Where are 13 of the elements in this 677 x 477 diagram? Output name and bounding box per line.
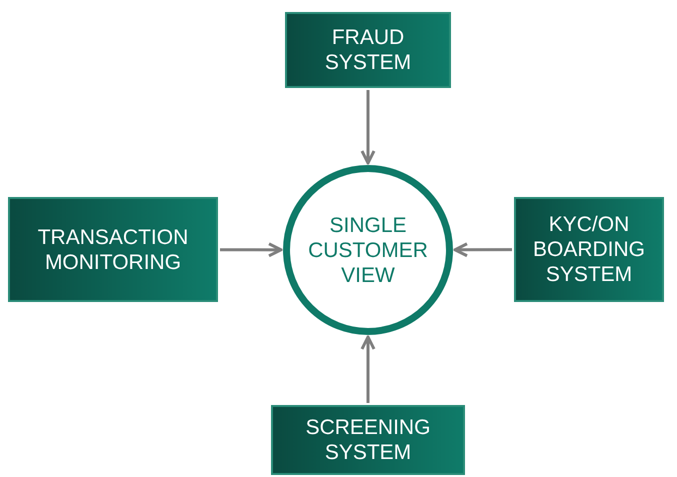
node-label: TRANSACTION MONITORING	[36, 224, 190, 274]
node-label: SINGLE CUSTOMER VIEW	[307, 212, 429, 288]
arrow	[454, 242, 512, 258]
system-box	[514, 197, 664, 302]
system-box	[285, 12, 451, 88]
arrow	[360, 90, 376, 164]
node-label: KYC/ON BOARDING SYSTEM	[532, 212, 646, 287]
system-box	[271, 405, 465, 475]
arrow	[220, 242, 282, 258]
system-box	[8, 197, 218, 302]
arrow	[360, 336, 376, 403]
node-label: SCREENING SYSTEM	[304, 415, 432, 465]
node-label: FRAUD SYSTEM	[324, 25, 412, 75]
